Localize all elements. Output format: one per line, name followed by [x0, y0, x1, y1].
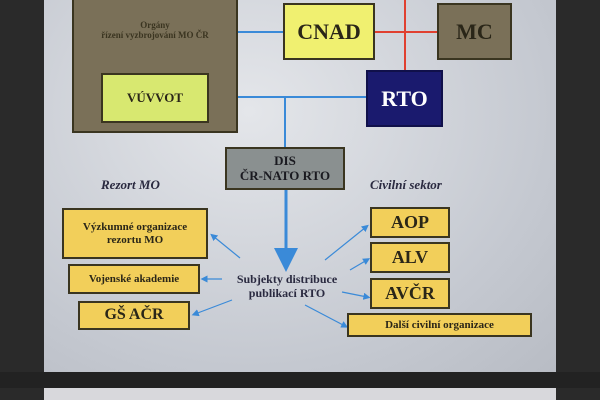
rezort-box-vyzkumne: Výzkumné organizace rezortu MO [62, 208, 208, 259]
rezort-label: GŠ AČR [104, 306, 164, 324]
cnad-label: CNAD [297, 18, 361, 44]
arrow-alv [349, 258, 371, 271]
mc-label: MC [456, 18, 493, 44]
dis-box: DIS ČR-NATO RTO [225, 147, 345, 190]
vuvvot-box: VÚVVOT [101, 73, 209, 123]
cnad-box: CNAD [283, 3, 375, 60]
civil-label: AVČR [385, 283, 435, 304]
rto-box: RTO [366, 70, 443, 127]
rezort-box-gs: GŠ AČR [78, 301, 190, 330]
center-label: Subjekty distribuce publikací RTO [222, 272, 352, 301]
civil-box-avcr: AVČR [370, 278, 450, 309]
arrow-vyzkumne [210, 233, 241, 259]
rezort-box-vojenske: Vojenské akademie [68, 264, 200, 294]
arrow-aop [324, 224, 369, 261]
center-label-1: Subjekty distribuce [236, 272, 338, 286]
frame-bottom [44, 388, 556, 400]
frame-band [0, 372, 600, 388]
rezort-heading: Rezort MO [101, 177, 160, 192]
rto-label: RTO [381, 85, 428, 111]
dis-label-1: DIS [274, 152, 296, 168]
dis-label-2: ČR-NATO RTO [239, 167, 331, 183]
center-label-2: publikací RTO [248, 286, 326, 301]
arrow-avcr [341, 291, 371, 300]
rezort-label: Vojenské akademie [88, 272, 180, 285]
vuvvot-label: VÚVVOT [126, 89, 184, 105]
civil-box-alv: ALV [370, 242, 450, 273]
organy-label: Orgány řízení vyzbrojování MO ČR [101, 20, 209, 41]
civil-label: ALV [391, 247, 429, 268]
civil-box-aop: AOP [370, 207, 450, 238]
mc-box: MC [437, 3, 512, 60]
arrow-gs [191, 299, 233, 317]
rezort-label: Výzkumné organizace rezortu MO [82, 220, 188, 246]
arrow-dalsi [304, 304, 349, 328]
civil-box-dalsi: Další civilní organizace [347, 313, 532, 337]
civil-label: Další civilní organizace [385, 318, 494, 331]
civil-heading: Civilní sektor [370, 177, 442, 192]
civil-label: AOP [391, 212, 429, 233]
